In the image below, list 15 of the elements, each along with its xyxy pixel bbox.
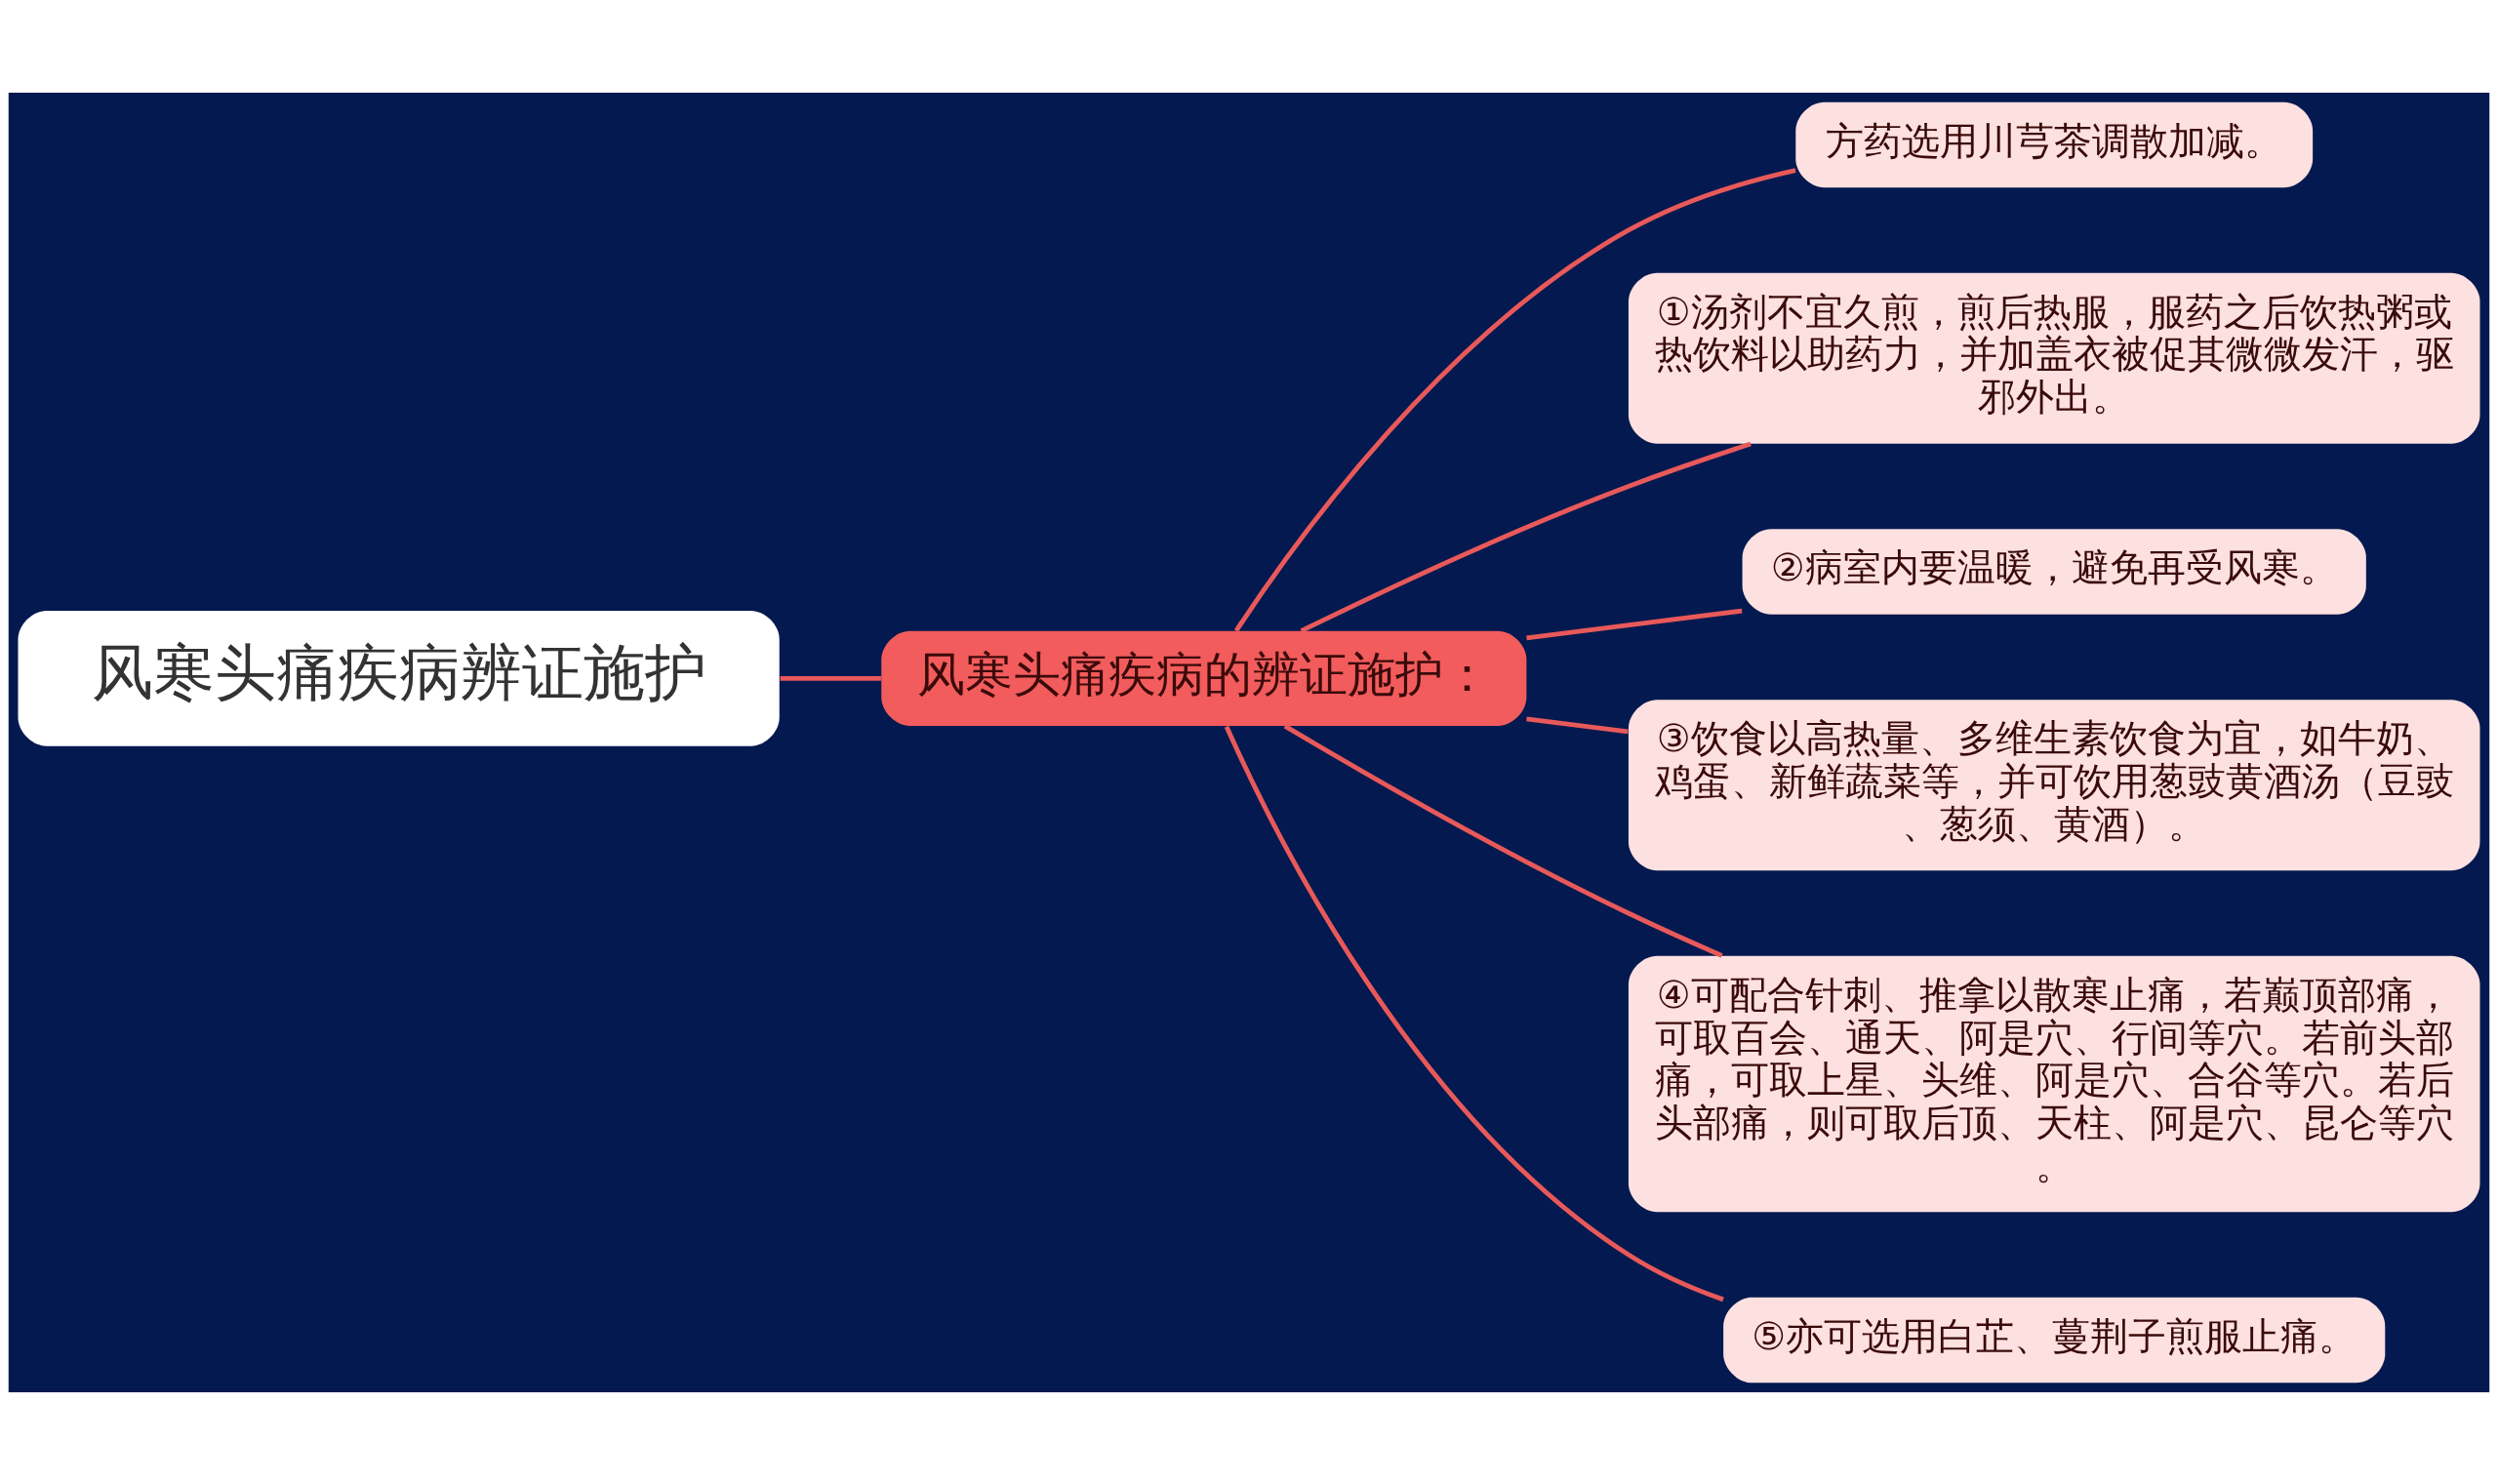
node-box: 风寒头痛疾病的辨证施护： <box>881 630 1527 726</box>
connector <box>1526 608 1743 640</box>
connector <box>1283 723 1723 958</box>
connector <box>1233 167 1796 632</box>
node-box: ①汤剂不宜久煎，煎后热服，服药之后饮热粥或热饮料以助药力，并加盖衣被促其微微发汗，驱邪外出。 <box>1628 272 2480 444</box>
node-box: 风寒头痛疾病辨证施护 <box>18 610 780 746</box>
node-box: 方药选用川芎茶调散加减。 <box>1795 101 2314 187</box>
node-box: ④可配合针刺、推拿以散寒止痛，若巅顶部痛，可取百会、通天、阿是穴、行间等穴。若前头部痛，可取上星、头维、阿是穴、合谷等穴。若后头部痛，则可取后顶、天柱、阿是穴、昆仑等穴。 <box>1628 955 2480 1212</box>
connector <box>1526 715 1629 734</box>
node-box: ③饮食以高热量、多维生素饮食为宜，如牛奶、鸡蛋、新鲜蔬菜等，并可饮用葱豉黄酒汤（豆豉、葱须、黄酒）。 <box>1628 699 2480 870</box>
connector <box>780 675 881 681</box>
node-box: ②病室内要温暖，避免再受风寒。 <box>1742 528 2366 615</box>
connector <box>1224 725 1724 1302</box>
connector <box>1300 441 1752 633</box>
node-box: ⑤亦可选用白芷、蔓荆子煎服止痛。 <box>1723 1297 2386 1383</box>
